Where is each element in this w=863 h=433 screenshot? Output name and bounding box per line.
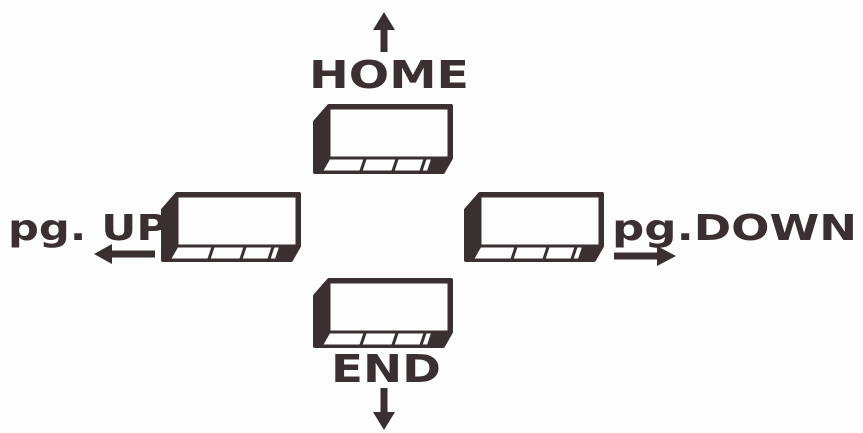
home-key-group: HOME — [309, 12, 469, 174]
page-up-key-group: pg. UP — [8, 192, 301, 264]
home-key[interactable] — [313, 104, 453, 174]
arrow-up-icon — [373, 12, 395, 52]
page-down-key[interactable] — [464, 192, 604, 262]
home-label: HOME — [309, 53, 469, 97]
end-label: END — [331, 347, 441, 391]
arrow-left-icon — [94, 244, 155, 264]
end-key[interactable] — [313, 278, 453, 348]
arrow-down-icon — [373, 388, 395, 430]
page-down-label: pg.DOWN — [612, 208, 857, 249]
end-key-group: END — [313, 278, 453, 430]
page-down-key-group: pg.DOWN — [464, 192, 857, 266]
page-up-key[interactable] — [161, 192, 301, 262]
arrow-right-icon — [614, 246, 676, 266]
page-up-label: pg. UP — [8, 208, 168, 249]
